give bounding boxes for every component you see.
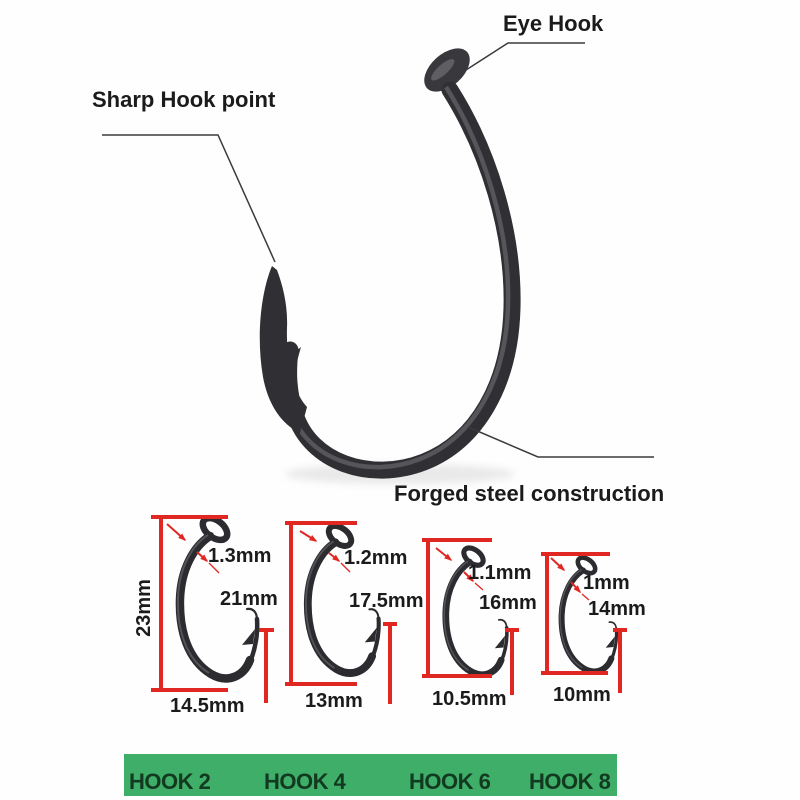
hook-2-arrow-tail [208, 562, 220, 574]
hook-2-arrow-upper [166, 523, 187, 541]
eye-hook-leader-line [465, 42, 585, 71]
size-banner: HOOK 2 HOOK 4 HOOK 6 HOOK 8 [124, 754, 617, 796]
hook-4-width-label: 13mm [305, 690, 363, 712]
main-hook-point [259, 266, 307, 433]
sharp-hook-point-label: Sharp Hook point [92, 87, 276, 112]
forged-steel-label: Forged steel construction [394, 481, 665, 506]
measurement-lines [151, 515, 627, 704]
hook-8-width-label: 10mm [553, 684, 611, 706]
forged-steel-leader-line [467, 426, 654, 458]
banner-hook-4: HOOK 4 [264, 769, 346, 794]
hook-6-arrow-upper [435, 547, 453, 561]
hook-4-wire-diameter-label: 1.2mm [344, 547, 408, 569]
hook-2-total-length-label: 23mm [133, 579, 155, 637]
hook-6-wire-diameter-label: 1.1mm [468, 562, 532, 584]
hook-8-arrow-tail [581, 593, 590, 601]
hook-2-point-length-label: 21mm [220, 588, 278, 610]
banner-hook-8: HOOK 8 [529, 769, 611, 794]
hook-6-arrow-tail [474, 582, 484, 591]
hook-8-arrow-lower [570, 581, 582, 594]
hook-6-width-label: 10.5mm [432, 688, 507, 710]
hook-4-arrow-tail [340, 562, 351, 573]
hook-4-point-length-label: 17.5mm [349, 590, 424, 612]
sharp-point-leader-line [102, 134, 276, 263]
hook-2-wire-diameter-label: 1.3mm [208, 545, 272, 567]
hook-8-point-length-label: 14mm [588, 598, 646, 620]
main-hook-eye-highlight [431, 59, 455, 81]
main-hook-barb [286, 347, 301, 379]
hook-8-wire-diameter-label: 1mm [583, 572, 630, 594]
leader-lines [102, 42, 654, 458]
diameter-arrows [166, 523, 590, 601]
main-hook-image [259, 48, 521, 479]
eye-hook-label: Eye Hook [503, 11, 604, 36]
hook-6-point-length-label: 16mm [479, 592, 537, 614]
main-hook-sheen [288, 85, 511, 470]
hook-4-arrow-upper [299, 530, 318, 542]
hook-2-width-label: 14.5mm [170, 695, 245, 717]
hook-2-arrow-lower [196, 551, 209, 563]
hook-4-arrow-lower [328, 552, 341, 562]
banner-hook-6: HOOK 6 [409, 769, 491, 794]
banner-hook-2: HOOK 2 [129, 769, 211, 794]
hook-8-arrow-upper [550, 557, 566, 572]
hook-6-arrow-lower [463, 571, 475, 583]
main-hook-eye [424, 48, 470, 92]
